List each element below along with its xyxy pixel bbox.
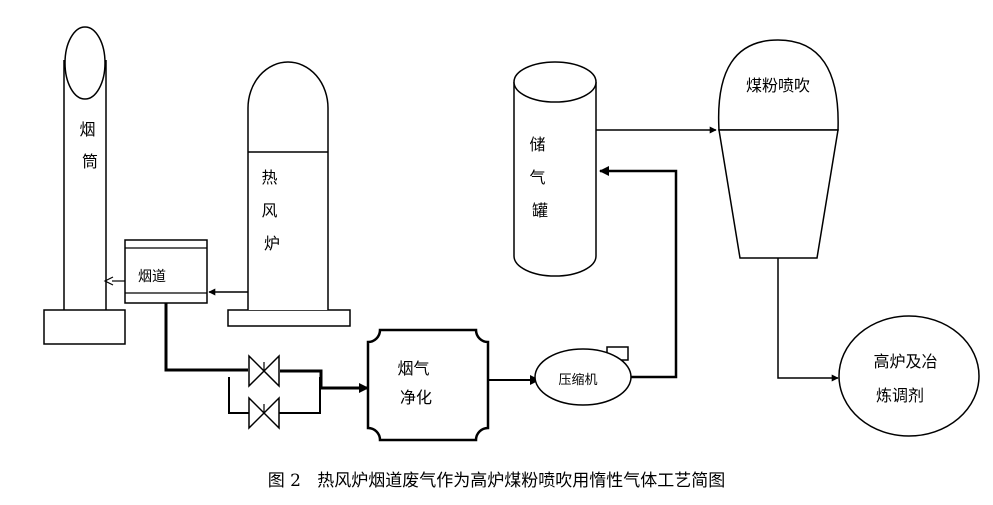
flow-flue-to-chimney (103, 276, 125, 286)
figure-title: 热风炉烟道废气作为高炉煤粉喷吹用惰性气体工艺简图 (317, 471, 726, 491)
flow-compressor-to-tank (599, 166, 678, 379)
valve-bypass (248, 396, 280, 430)
flue-label: 烟道 (138, 269, 166, 285)
flow-injection-to-furnace (777, 258, 839, 382)
compressor: 压缩机 (534, 346, 632, 406)
flue-duct: 烟道 (124, 239, 208, 304)
blast-furnace-label: 高炉及冶 炼调剂 (873, 352, 942, 405)
blast-furnace: 高炉及冶 炼调剂 (838, 315, 980, 437)
hot-stove: 热 风 炉 (227, 61, 351, 327)
pipe-flue-to-valves (164, 303, 248, 372)
hot-stove-label: 热 风 炉 (261, 168, 282, 253)
gas-cleaning-label: 烟气 净化 (397, 359, 434, 407)
coal-injection-label: 煤粉喷吹 (746, 76, 810, 95)
figure-caption: 图 2 热风炉烟道废气作为高炉煤粉喷吹用惰性气体工艺简图 (0, 466, 993, 491)
gas-cleaning-unit: 烟气 净化 (366, 328, 490, 442)
compressor-label: 压缩机 (558, 372, 597, 388)
coal-injection-vessel: 煤粉喷吹 (717, 39, 839, 259)
chimney: 烟 筒 (43, 26, 126, 345)
chimney-label: 烟 筒 (79, 120, 100, 171)
storage-tank-label: 储 气 罐 (529, 135, 550, 220)
pipe-valve-to-cleaning (280, 369, 369, 393)
figure-number: 图 2 (267, 471, 301, 491)
valve-main (248, 354, 280, 388)
gas-storage-tank: 储 气 罐 (513, 61, 597, 277)
